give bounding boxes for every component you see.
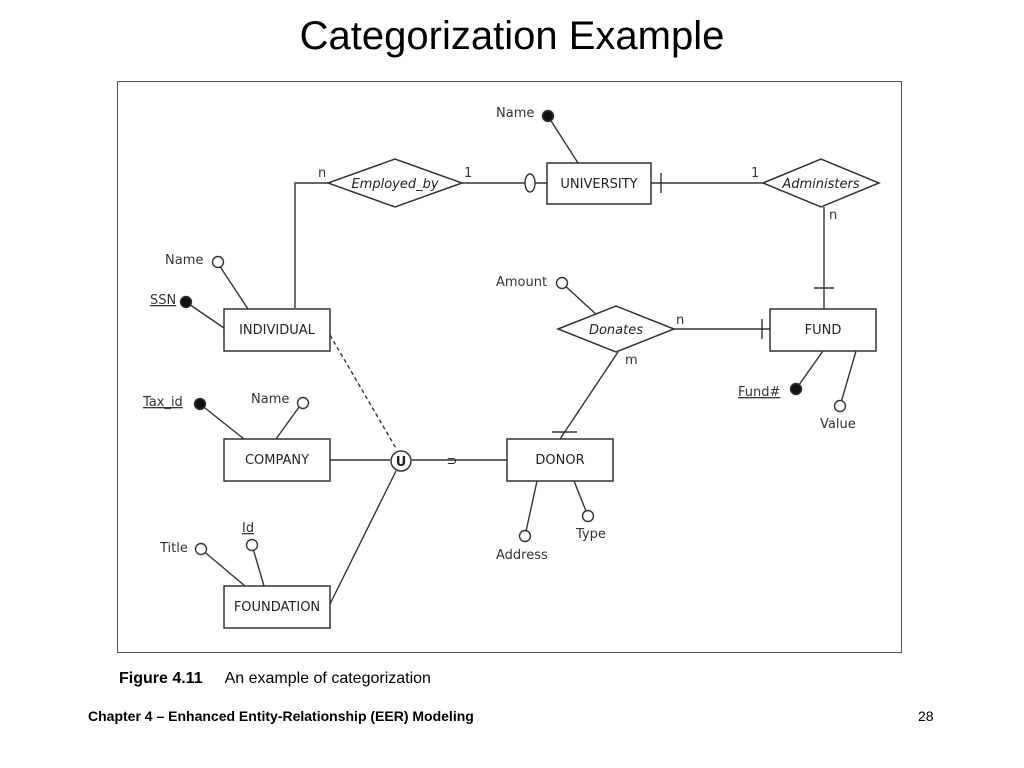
cardinality-donates-donor: m [625, 353, 638, 368]
line-foundation-title [200, 548, 246, 587]
attr-donor-address-label: Address [496, 548, 548, 563]
line-company-tax-id [199, 403, 245, 440]
attr-donor-type-label: Type [575, 527, 606, 542]
attr-individual-ssn-key [179, 295, 193, 309]
attr-company-tax-id-key [193, 397, 207, 411]
line-individual-union [329, 334, 398, 451]
line-individual-ssn [185, 301, 225, 329]
entity-individual-label: INDIVIDUAL [239, 323, 316, 338]
line-donor-type [573, 480, 589, 517]
category-union-circle [390, 450, 412, 472]
attr-fund-value-label: Value [820, 417, 856, 432]
union-symbol: U [396, 455, 407, 470]
attr-foundation-title [194, 542, 208, 556]
relationship-donates [555, 305, 677, 353]
attr-individual-name-label: Name [165, 253, 203, 268]
entity-fund [769, 308, 877, 352]
attr-fund-value [833, 399, 847, 413]
figure-caption-text: An example of categorization [224, 670, 431, 687]
line-fund-number [795, 350, 824, 390]
entity-foundation [223, 585, 331, 629]
relationship-administers [761, 158, 881, 208]
cardinality-administers-university: 1 [751, 166, 759, 181]
slide-title: Categorization Example [299, 14, 725, 58]
line-foundation-union [329, 470, 397, 605]
figure-caption: Figure 4.11 An example of categorization [119, 670, 431, 688]
partial-participation-oval [524, 173, 536, 193]
entity-company [223, 438, 331, 482]
relationship-donates-label: Donates [589, 323, 643, 338]
cardinality-donates-fund: n [676, 313, 684, 328]
attr-fund-number-key [789, 382, 803, 396]
page-number: 28 [918, 708, 934, 724]
footer-chapter-title: Chapter 4 – Enhanced Entity-Relationship… [88, 708, 474, 724]
entity-university-label: UNIVERSITY [560, 177, 637, 192]
attr-donor-type [581, 509, 595, 523]
attr-donor-address [518, 529, 532, 543]
entity-foundation-label: FOUNDATION [234, 600, 320, 615]
line-fund-value [839, 350, 857, 407]
figure-number: Figure 4.11 [119, 670, 203, 687]
line-donates-amount [561, 282, 599, 317]
line-company-name [275, 402, 303, 440]
relationship-administers-label: Administers [781, 177, 859, 192]
entity-university [546, 162, 652, 205]
attr-foundation-id [245, 538, 259, 552]
attr-individual-ssn-label: SSN [150, 293, 176, 308]
line-donor-address [524, 480, 538, 537]
cardinality-administers-fund: n [829, 208, 837, 223]
line-individual-employed-by [294, 182, 328, 308]
line-foundation-id [251, 544, 265, 587]
subset-symbol: ⊃ [447, 454, 458, 469]
attr-foundation-title-label: Title [159, 541, 188, 556]
entity-donor [506, 438, 614, 482]
attr-university-name-label: Name [496, 106, 534, 121]
attr-company-name-label: Name [251, 392, 289, 407]
entity-fund-label: FUND [805, 323, 842, 338]
relationship-employed-by [325, 158, 465, 208]
attr-donates-amount [555, 276, 569, 290]
cardinality-employed-by-individual: n [318, 166, 326, 181]
entity-donor-label: DONOR [535, 453, 584, 468]
attr-university-name-key [541, 109, 555, 123]
diagram-frame [117, 81, 902, 653]
relationship-employed-by-label: Employed_by [351, 177, 438, 192]
entity-individual [223, 308, 331, 352]
attr-foundation-id-label: Id [242, 521, 254, 536]
line-donates-donor [559, 351, 619, 440]
attr-fund-number-label: Fund# [738, 385, 780, 400]
line-individual-name [216, 261, 249, 310]
attr-donates-amount-label: Amount [496, 275, 547, 290]
line-university-name [547, 115, 579, 164]
attr-individual-name [211, 255, 225, 269]
attr-company-tax-id-label: Tax_id [142, 395, 183, 410]
attr-company-name [296, 396, 310, 410]
entity-company-label: COMPANY [245, 453, 309, 468]
cardinality-employed-by-university: 1 [464, 166, 472, 181]
